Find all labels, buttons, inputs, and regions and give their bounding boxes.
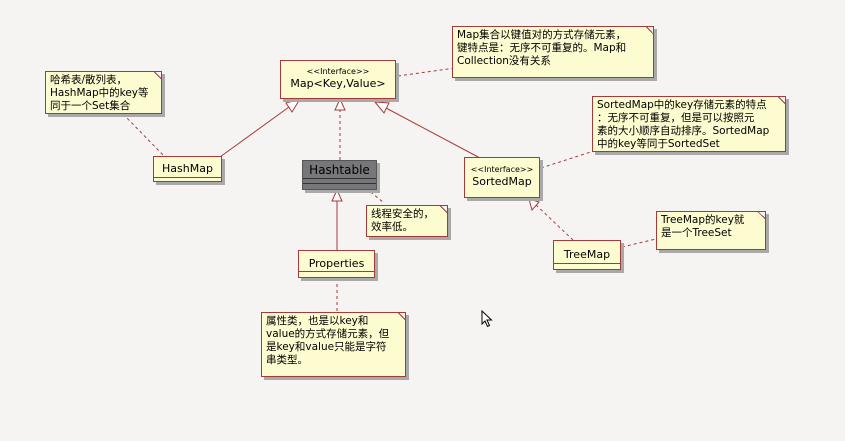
map-stereotype: <<Interface>> (306, 67, 370, 77)
hashtable-note-anchor (365, 187, 385, 204)
hashmap-note-line: 同于一个Set集合 (50, 100, 131, 112)
treemap-note-fold (758, 212, 765, 219)
hashtable-note-line: 线程安全的， (371, 208, 434, 220)
arrowhead-map-from-hashtable (334, 97, 346, 111)
map-note-line: 键特点是：无序不可重复的。Map和 (457, 42, 627, 54)
hashmap-note[interactable]: 哈希表/散列表， HashMap中的key等 同于一个Set集合 (45, 71, 162, 114)
map-note-anchor (397, 67, 456, 77)
properties-class-name: Properties (308, 256, 365, 270)
hashmap-class-name: HashMap (162, 161, 213, 175)
treemap-implements-sortedmap (534, 203, 574, 241)
properties-note-line: 串类型。 (266, 354, 308, 366)
hashtable-note-fold (440, 206, 447, 213)
hashmap-note-line: 哈希表/散列表， (50, 74, 128, 86)
hashtable-class-box[interactable]: Hashtable (302, 160, 377, 190)
arrowhead-sortedmap-from-treemap (528, 198, 540, 212)
treemap-note[interactable]: TreeMap的key就 是一个TreeSet (656, 211, 766, 250)
hashtable-class-name: Hashtable (309, 163, 370, 177)
sortedmap-stereotype: <<Interface>> (470, 165, 534, 175)
properties-note-line: value的方式存储元素，但 (266, 328, 390, 340)
hashmap-note-anchor (122, 113, 166, 158)
hashtable-note[interactable]: 线程安全的， 效率低。 (366, 205, 448, 237)
hashtable-separator-1 (303, 178, 376, 179)
sortedmap-note-line: 中的key等同于SortedSet (597, 138, 720, 150)
properties-note-line: 是key和value只能是字符 (266, 341, 387, 353)
sortedmap-note-line: ：无序不可重复，但是可以按照元 (597, 112, 755, 124)
arrowhead-map-from-hashmap (285, 98, 302, 113)
sortedmap-note-fold (778, 97, 785, 104)
hashmap-extends-map (219, 106, 290, 158)
sortedmap-note-line: 素的大小顺序自动排序。SortedMap (597, 125, 770, 137)
treemap-class-name: TreeMap (563, 247, 611, 261)
sortedmap-note-line: SortedMap中的key存储元素的特点 (597, 99, 767, 111)
sortedmap-class-name: SortedMap (472, 175, 532, 189)
arrowhead-map-from-sortedmap (373, 101, 390, 114)
treemap-separator (554, 263, 620, 264)
properties-note[interactable]: 属性类，也是以key和 value的方式存储元素，但 是key和value只能是… (261, 312, 406, 377)
treemap-note-line: 是一个TreeSet (661, 227, 732, 239)
map-note-line: Map集合以键值对的方式存储元素， (457, 29, 627, 41)
properties-note-fold (398, 313, 405, 320)
hashmap-note-line: HashMap中的key等 (50, 87, 149, 99)
hashmap-note-fold (154, 72, 161, 79)
map-note-line: Collection没有关系 (457, 55, 551, 67)
sortedmap-note-anchor (540, 149, 598, 169)
properties-note-line: 属性类，也是以key和 (266, 315, 369, 327)
sortedmap-note[interactable]: SortedMap中的key存储元素的特点 ：无序不可重复，但是可以按照元 素的… (592, 96, 786, 152)
properties-separator (299, 271, 374, 272)
cursor-arrow-icon (481, 310, 493, 328)
hashmap-separator (154, 177, 221, 178)
treemap-note-anchor (621, 237, 661, 248)
sortedmap-interface-box[interactable]: <<Interface>> SortedMap (464, 157, 540, 198)
map-class-name: Map<Key,Value> (290, 77, 386, 91)
hashtable-separator-2 (303, 183, 376, 184)
map-note[interactable]: Map集合以键值对的方式存储元素， 键特点是：无序不可重复的。Map和 Coll… (452, 26, 654, 78)
sortedmap-extends-map (385, 107, 481, 159)
hashtable-note-line: 效率低。 (371, 221, 413, 233)
map-interface-box[interactable]: <<Interface>> Map<Key,Value> (280, 60, 396, 99)
hashmap-class-box[interactable]: HashMap (153, 156, 222, 182)
map-note-fold (646, 27, 653, 34)
treemap-class-box[interactable]: TreeMap (553, 240, 621, 270)
treemap-note-line: TreeMap的key就 (661, 214, 745, 226)
arrowhead-hashtable-from-properties (331, 188, 343, 202)
properties-class-box[interactable]: Properties (298, 250, 375, 278)
